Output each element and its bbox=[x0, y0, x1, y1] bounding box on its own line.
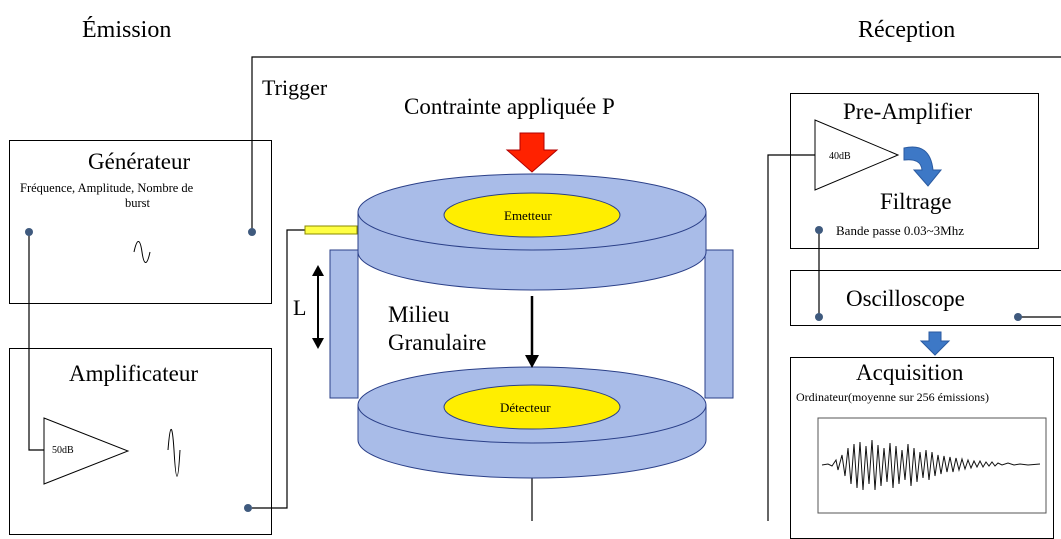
preamp-gain: 40dB bbox=[829, 151, 851, 162]
reception-heading: Réception bbox=[858, 17, 956, 43]
detector-label: Détecteur bbox=[500, 400, 551, 415]
preamp-title: Pre-Amplifier bbox=[843, 99, 973, 124]
applied-stress-arrow bbox=[505, 132, 559, 173]
oscilloscope-to-acquisition-arrow bbox=[919, 331, 951, 356]
trigger-wire bbox=[251, 56, 1061, 232]
emitter-transducer bbox=[443, 192, 621, 238]
waveform-plot-frame bbox=[817, 417, 1047, 514]
medium-label-line1: Milieu bbox=[388, 302, 450, 327]
generator-output-port bbox=[25, 228, 33, 236]
generator-params-line2: burst bbox=[125, 196, 150, 210]
acquisition-detail: Ordinateur(moyenne sur 256 émissions) bbox=[796, 390, 989, 404]
trigger-label: Trigger bbox=[262, 75, 328, 100]
stress-label: Contrainte appliquée P bbox=[404, 94, 615, 119]
down-arrow-icon bbox=[525, 355, 539, 368]
emitter-label: Emetteur bbox=[504, 208, 552, 223]
amplified-burst-icon bbox=[167, 428, 181, 477]
sine-burst-icon bbox=[133, 241, 151, 263]
generator-to-amplifier-wire bbox=[28, 232, 44, 451]
length-arrow-bottom-head bbox=[312, 338, 324, 349]
right-side-plate bbox=[704, 249, 734, 399]
amplifier-gain: 50dB bbox=[52, 445, 74, 456]
amplifier-output-port bbox=[244, 504, 252, 512]
left-side-plate bbox=[329, 249, 359, 399]
generator-title: Générateur bbox=[88, 149, 191, 174]
preamp-input-wire bbox=[767, 154, 815, 521]
medium-label-line2: Granulaire bbox=[388, 330, 487, 355]
oscilloscope-label: Oscilloscope bbox=[846, 286, 965, 311]
filter-output-port bbox=[815, 226, 823, 234]
emission-heading: Émission bbox=[82, 17, 172, 43]
waveform-signal bbox=[821, 439, 1041, 491]
amplifier-to-emitter-wire bbox=[252, 229, 305, 509]
amplifier-title: Amplificateur bbox=[69, 361, 199, 386]
generator-box bbox=[9, 140, 272, 304]
amplifier-triangle-icon bbox=[43, 417, 130, 485]
curved-arrow-icon bbox=[903, 146, 943, 187]
oscilloscope-output-port bbox=[1014, 313, 1022, 321]
diagram-graphics bbox=[25, 56, 1061, 521]
waveform-plot bbox=[817, 417, 1047, 514]
generator-params: Fréquence, Amplitude, Nombre de bbox=[20, 181, 194, 195]
generator-trigger-port bbox=[248, 228, 256, 236]
ultrasound-setup-diagram: Émission Réception Trigger Contrainte ap… bbox=[9, 17, 1061, 539]
oscilloscope-input-port bbox=[815, 313, 823, 321]
length-arrow-top-head bbox=[312, 265, 324, 276]
emitter-input-rod bbox=[304, 225, 358, 235]
filter-band: Bande passe 0.03~3Mhz bbox=[836, 223, 964, 238]
preamp-triangle-icon bbox=[814, 119, 900, 191]
detector-transducer bbox=[443, 384, 621, 430]
length-label: L bbox=[293, 295, 307, 320]
acquisition-title: Acquisition bbox=[856, 360, 964, 385]
filter-title: Filtrage bbox=[880, 189, 952, 214]
